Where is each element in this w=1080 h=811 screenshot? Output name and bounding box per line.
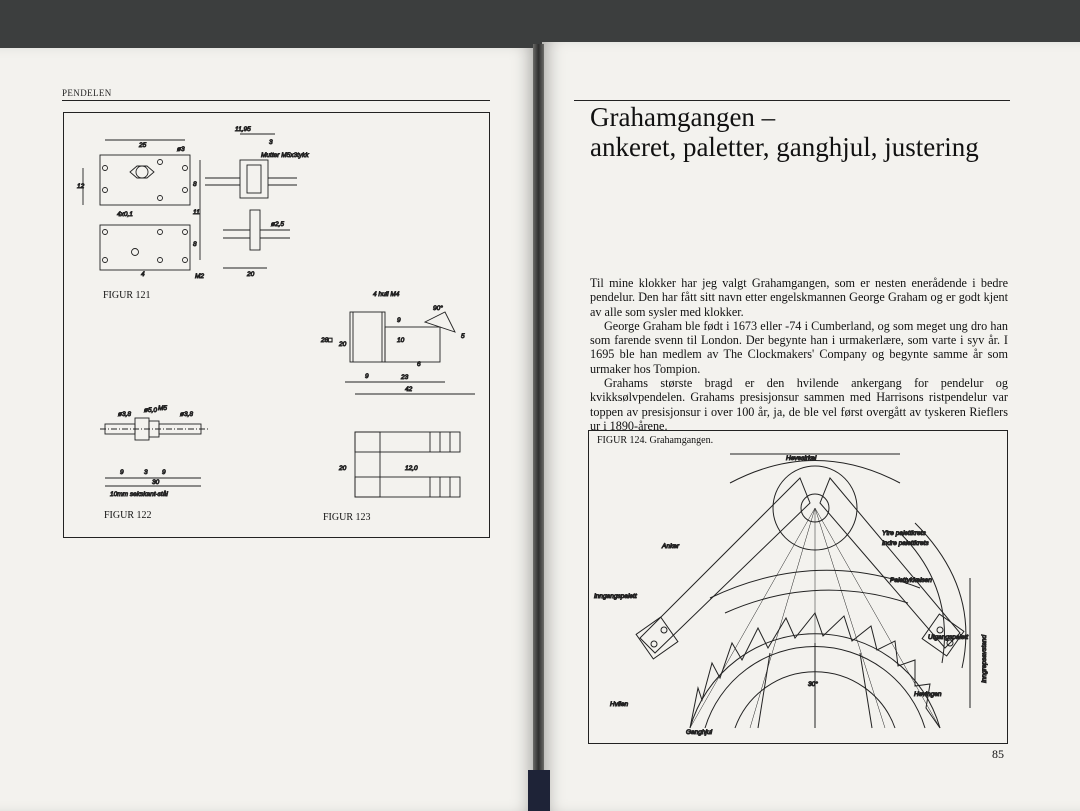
fig121-label-m2: M2: [195, 273, 204, 280]
right-page-content: Grahamgangen – ankeret, paletter, ganghj…: [542, 42, 1080, 811]
label-inngangspalett: Inngangspalett: [594, 593, 638, 600]
fig123-label-90: 90°: [433, 304, 443, 312]
label-30-degrees: 30°: [808, 680, 818, 688]
figure-124-frame: [588, 430, 1008, 744]
header-rule: [62, 100, 490, 101]
fig122-label-note: 10mm sekskant-stål: [110, 490, 168, 498]
fig121-label-4x01: 4x0,1: [117, 211, 133, 218]
book-spine: [528, 770, 550, 811]
figure-124-drawing: Hevesirkel Ytre palettkrets Indre palett…: [594, 453, 989, 737]
fig123-label-42: 42: [405, 386, 413, 393]
fig121-label-12: 12: [77, 183, 85, 190]
fig122-label-d50: ø5,0: [144, 407, 157, 414]
figure-122-caption: FIGUR 122: [104, 510, 152, 521]
fig123-label-9a: 9: [397, 317, 401, 324]
fig123-label-5: 5: [461, 333, 465, 340]
fig123-label-20a: 20: [338, 341, 347, 348]
fig123-label-120: 12,0: [405, 465, 418, 472]
figure-123-drawing: 4 hull M4 90° 28□ 20 9 10 5 6 9 23 42 20…: [320, 291, 475, 498]
fig123-label-20b: 20: [338, 465, 347, 472]
figure-frame-121-123: [63, 112, 490, 538]
chapter-title-line1: Grahamgangen –: [590, 102, 776, 132]
figure-121-caption: FIGUR 121: [103, 290, 151, 301]
fig121-label-1195: 11,95: [235, 126, 251, 133]
paragraph: Til mine klokker har jeg valgt Grahamgan…: [590, 276, 1008, 319]
page-number: 85: [992, 747, 1004, 761]
label-ytre-palettkrets: Ytre palettkrets: [882, 530, 926, 537]
fig123-label-hull: 4 hull M4: [373, 291, 400, 298]
label-inngrepsavstand: Inngrepsavstand: [981, 635, 988, 683]
fig121-label-25: 25: [138, 142, 147, 149]
book-gutter: [533, 44, 544, 811]
fig121-label-d3: ø3: [177, 146, 185, 153]
paragraph: Grahams største bragd er den hvilende an…: [590, 376, 1008, 433]
fig123-label-6: 6: [417, 361, 421, 368]
fig121-label-8a: 8: [193, 181, 197, 188]
chapter-title-line2: ankeret, paletter, ganghjul, justering: [590, 132, 979, 162]
fig122-label-d38a: ø3,8: [118, 411, 131, 418]
fig121-label-mutter: Mutter M5x3tykk: [261, 152, 309, 159]
running-head: PENDELEN: [62, 88, 112, 98]
fig122-label-3: 3: [144, 469, 148, 476]
fig121-label-20: 20: [246, 271, 255, 278]
label-ganghjul: Ganghjul: [686, 729, 713, 736]
paragraph: George Graham ble født i 1673 eller -74 …: [590, 318, 1008, 376]
label-hevesirkel: Hevesirkel: [786, 455, 817, 462]
figure-123-caption: FIGUR 123: [323, 512, 371, 523]
fig122-label-9a: 9: [120, 469, 124, 476]
label-indre-palettkrets: Indre palettkrets: [882, 540, 929, 547]
header-rule-right: [574, 100, 1010, 101]
left-page: [0, 48, 535, 811]
label-anker: Anker: [661, 543, 680, 550]
fig121-label-3: 3: [269, 139, 273, 146]
chapter-title: Grahamgangen – ankeret, paletter, ganghj…: [590, 102, 979, 162]
right-page: [542, 42, 1080, 811]
fig122-label-d38b: ø3,8: [180, 411, 193, 418]
fig123-label-10: 10: [397, 337, 405, 344]
fig122-label-30: 30: [152, 479, 160, 486]
fig122-label-m5: M5: [158, 405, 167, 412]
fig121-label-8b: 8: [193, 241, 197, 248]
figure-121-drawing: 25 ø3 11,95 3 Mutter M5x3tykk 12 8 11 8 …: [77, 126, 310, 281]
fig121-label-11: 11: [193, 209, 200, 216]
fig121-label-d25: ø2,5: [271, 221, 284, 228]
fig122-label-9b: 9: [162, 469, 166, 476]
label-hvilen: Hvilen: [610, 701, 628, 708]
label-palettykkelsen: Palettykkelsen: [890, 577, 932, 584]
fig123-label-28: 28□: [320, 337, 332, 344]
fig123-label-23: 23: [400, 374, 409, 381]
fig121-label-4: 4: [141, 271, 145, 278]
body-text: Til mine klokker har jeg valgt Grahamgan…: [590, 276, 1008, 433]
label-utgangspalett: Utgangspalett: [928, 634, 969, 641]
figure-122-drawing: ø3,8 ø5,0 M5 ø3,8 9 3 9 30 10mm sekskant…: [100, 405, 210, 498]
label-hevingen: Hevingen: [914, 691, 942, 698]
figure-124-caption: FIGUR 124. Grahamgangen.: [597, 435, 714, 446]
fig123-label-9b: 9: [365, 373, 369, 380]
